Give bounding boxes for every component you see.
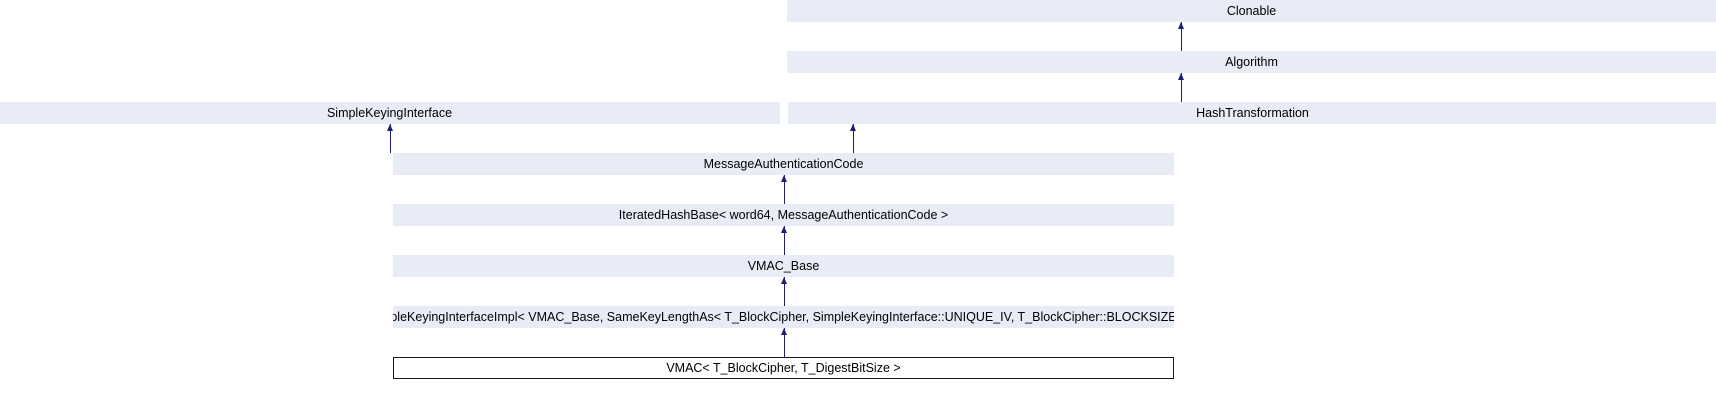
- inheritance-edge: [784, 328, 785, 357]
- inheritance-edge: [784, 226, 785, 255]
- inheritance-arrow-icon: [781, 328, 787, 335]
- inheritance-edge: [784, 277, 785, 306]
- inheritance-arrow-icon: [781, 226, 787, 233]
- inheritance-edge: [784, 175, 785, 204]
- inheritance-arrow-icon: [781, 175, 787, 182]
- class-node-iterated-hash-base[interactable]: IteratedHashBase< word64, MessageAuthent…: [393, 204, 1174, 226]
- class-node-label: VMAC_Base: [747, 258, 820, 273]
- class-node-label: SimpleKeyingInterfaceImpl< VMAC_Base, Sa…: [393, 309, 1174, 324]
- class-node-label: Clonable: [1226, 3, 1277, 18]
- class-node-algorithm[interactable]: Algorithm: [787, 51, 1716, 73]
- class-node-hash-transformation[interactable]: HashTransformation: [788, 102, 1716, 124]
- class-node-simple-keying-interface-impl[interactable]: SimpleKeyingInterfaceImpl< VMAC_Base, Sa…: [393, 306, 1174, 328]
- inheritance-arrow-icon: [387, 124, 393, 131]
- class-node-message-authentication-code[interactable]: MessageAuthenticationCode: [393, 153, 1174, 175]
- inheritance-arrow-icon: [1178, 22, 1184, 29]
- class-node-simple-keying-interface[interactable]: SimpleKeyingInterface: [0, 102, 780, 124]
- inheritance-edge: [390, 124, 391, 153]
- inheritance-edge: [853, 124, 854, 153]
- inheritance-arrow-icon: [850, 124, 856, 131]
- class-node-vmac-base[interactable]: VMAC_Base: [393, 255, 1174, 277]
- inheritance-edge: [1181, 73, 1182, 102]
- class-node-label: SimpleKeyingInterface: [326, 105, 453, 120]
- inheritance-arrow-icon: [781, 277, 787, 284]
- class-node-vmac[interactable]: VMAC< T_BlockCipher, T_DigestBitSize >: [393, 357, 1174, 379]
- class-node-label: HashTransformation: [1196, 105, 1309, 120]
- class-node-label: IteratedHashBase< word64, MessageAuthent…: [618, 207, 949, 222]
- class-node-label: MessageAuthenticationCode: [703, 156, 864, 171]
- class-node-clonable[interactable]: Clonable: [787, 0, 1716, 22]
- inheritance-arrow-icon: [1178, 73, 1184, 80]
- class-node-label: VMAC< T_BlockCipher, T_DigestBitSize >: [666, 360, 901, 375]
- class-node-label: Algorithm: [1225, 54, 1278, 69]
- inheritance-edge: [1181, 22, 1182, 51]
